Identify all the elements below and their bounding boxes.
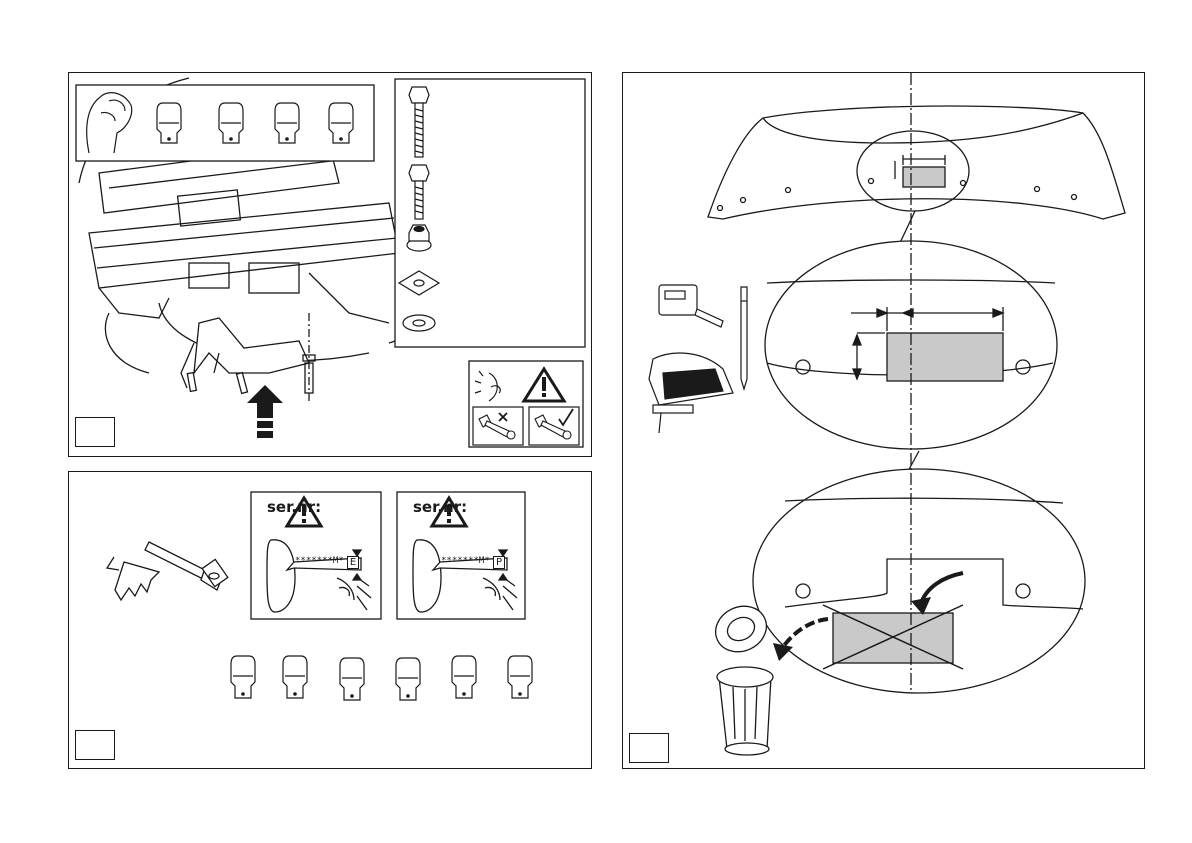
trash-bin-icon (708, 598, 774, 755)
torque-check-inset-box (469, 361, 583, 447)
hardware-inset-box (395, 79, 585, 347)
step-number-box (75, 417, 115, 447)
socket-icon (508, 656, 532, 698)
serial-check-illustration (69, 472, 592, 769)
step-number-box (629, 733, 669, 763)
serial-letter-2: P (493, 556, 505, 569)
serial-code-2: *******M* (441, 556, 490, 566)
jigsaw-icon (649, 353, 733, 433)
socket-icon (452, 656, 476, 698)
flange-nut-icon (407, 225, 431, 251)
socket-icon (329, 103, 353, 143)
ratchet-wrench-icon (107, 542, 228, 600)
socket-icon (275, 103, 299, 143)
serial-title-2: ser.nr: (413, 498, 467, 516)
serial-title-1: ser.nr: (267, 498, 321, 516)
socket-icon (157, 103, 181, 143)
step-panel-serial-check: ser.nr: *******M* E ser.nr: *******M* P (68, 471, 592, 769)
serial-code-1: *******M* (295, 556, 344, 566)
socket-icon (219, 103, 243, 143)
serial-letter-1: E (347, 556, 359, 569)
pencil-icon (741, 287, 747, 389)
tools-inset-box (76, 85, 374, 161)
socket-icon (396, 658, 420, 700)
step-panel-bumper-mounting (68, 72, 592, 457)
bumper-cutout-illustration (623, 73, 1145, 769)
tape-measure-icon (659, 285, 723, 327)
socket-icon (340, 658, 364, 700)
step-number-box (75, 730, 115, 760)
step-panel-bumper-cutout (622, 72, 1145, 769)
socket-icon (231, 656, 255, 698)
round-washer-icon (403, 315, 435, 331)
up-arrow-icon (247, 385, 283, 438)
bumper-beam-illustration (69, 73, 592, 457)
socket-icon (283, 656, 307, 698)
